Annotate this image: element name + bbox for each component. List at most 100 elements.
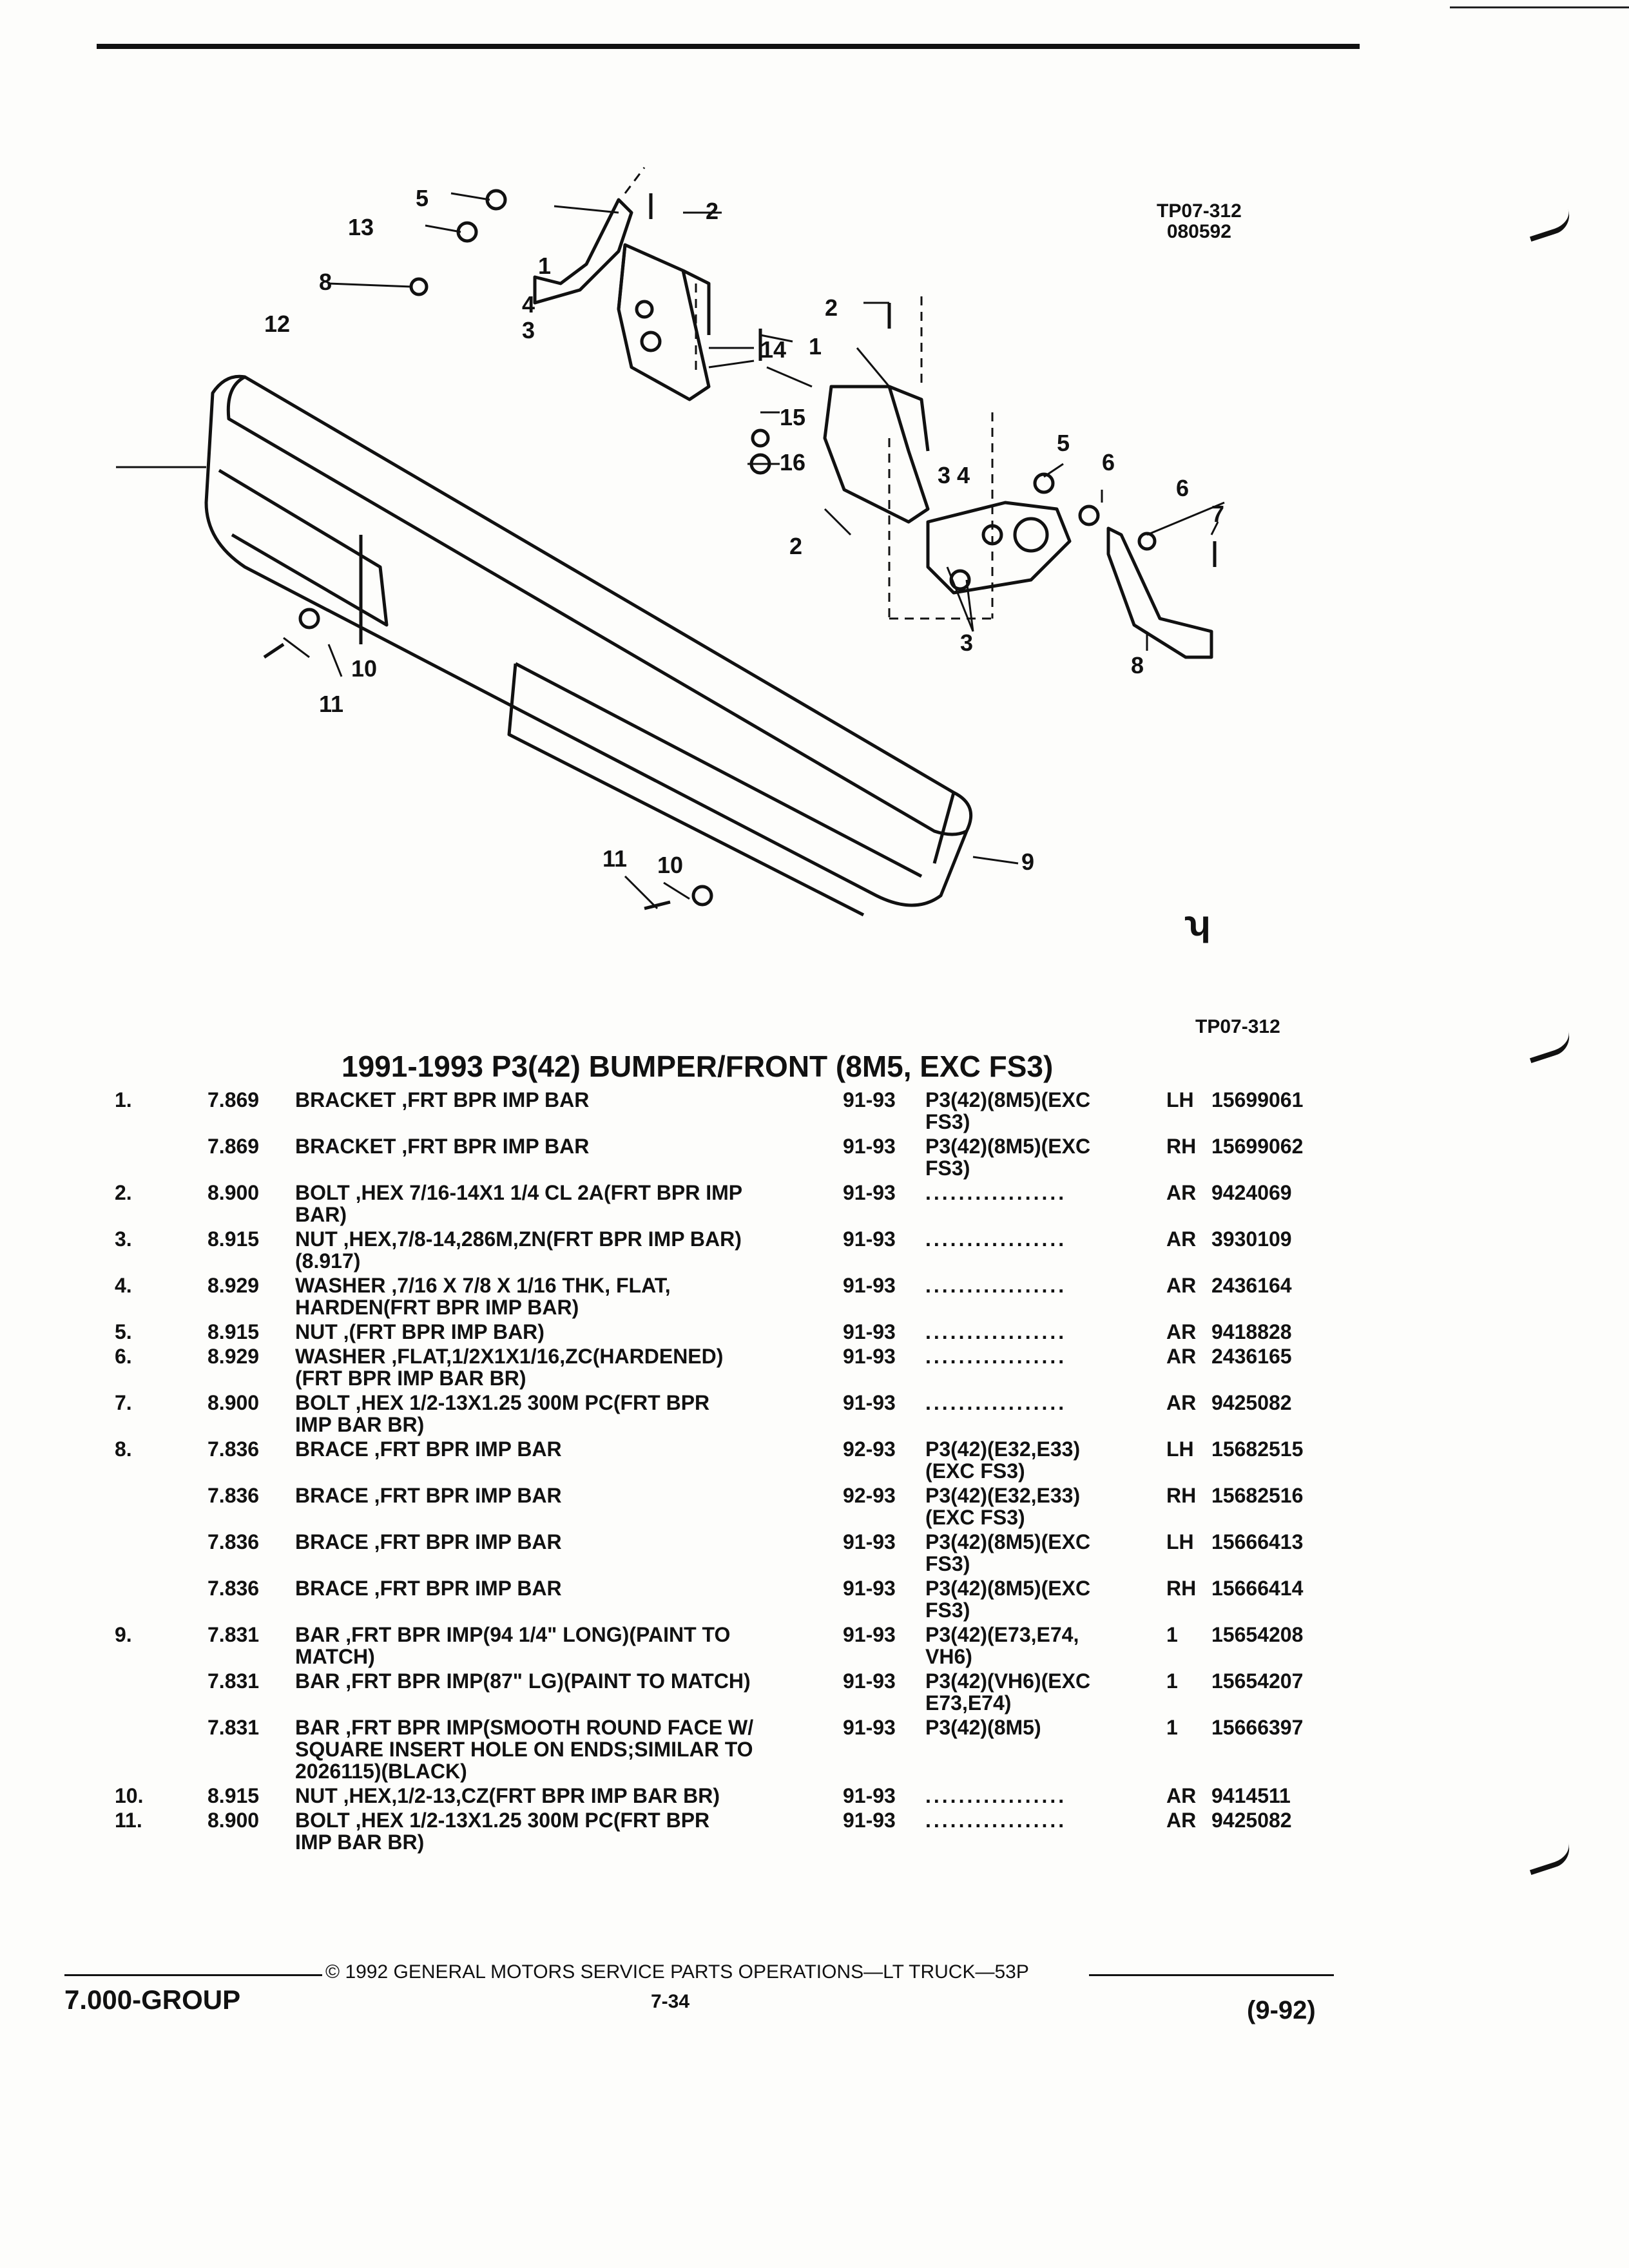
top-rule: [97, 44, 1360, 49]
part-description: WASHER ,FLAT,1/2X1X1/16,ZC(HARDENED): [295, 1345, 724, 1368]
bumper-bar: [204, 374, 973, 907]
callout-5: 5: [416, 185, 429, 211]
model-usage: E73,E74): [925, 1691, 1012, 1715]
group-number: 8.929: [207, 1274, 260, 1297]
part-description: BRACE ,FRT BPR IMP BAR: [295, 1530, 562, 1553]
part-description: BRACE ,FRT BPR IMP BAR: [295, 1437, 562, 1461]
callout-11: 11: [319, 691, 343, 717]
part-description: IMP BAR BR): [295, 1413, 425, 1436]
group-number: 8.900: [207, 1809, 260, 1832]
model-usage: P3(42)(E32,E33): [925, 1437, 1081, 1461]
item-number: 5.: [115, 1320, 132, 1343]
item-number: 1.: [115, 1088, 132, 1111]
model-usage: P3(42)(E73,E74,: [925, 1623, 1079, 1646]
model-years: 91-93: [843, 1227, 896, 1251]
part-number: 15699062: [1211, 1135, 1304, 1158]
part-number: 2436164: [1211, 1274, 1292, 1297]
part-description: 2026115)(BLACK): [295, 1760, 467, 1783]
part-number: 15682516: [1211, 1484, 1304, 1507]
callout-4b: 4: [957, 462, 970, 488]
part-number: 15699061: [1211, 1088, 1304, 1111]
figure-ref-code: TP07-312 080592: [1157, 200, 1242, 242]
model-years: 91-93: [843, 1320, 896, 1343]
model-usage: P3(42)(E32,E33): [925, 1484, 1081, 1507]
model-years: 91-93: [843, 1181, 896, 1204]
item-number: 8.: [115, 1437, 132, 1461]
model-usage: FS3): [925, 1110, 970, 1133]
item-number: 11.: [115, 1809, 142, 1832]
item-number: 7.: [115, 1391, 132, 1414]
model-usage: P3(42)(8M5): [925, 1716, 1041, 1739]
part-description: BOLT ,HEX 1/2-13X1.25 300M PC(FRT BPR: [295, 1391, 710, 1414]
callout-2: 2: [706, 198, 718, 224]
table-ref-code: TP07-312: [1195, 1016, 1280, 1037]
part-number: 9424069: [1211, 1181, 1292, 1204]
group-number: 7.836: [207, 1577, 260, 1600]
quantity: AR: [1166, 1320, 1197, 1343]
group-number: 7.831: [207, 1716, 260, 1739]
quantity: AR: [1166, 1809, 1197, 1832]
table-row: 8. 7.836 BRACE ,FRT BPR IMP BAR 92-93 P3(42)…: [0, 1438, 1629, 1482]
part-number: 15666414: [1211, 1577, 1304, 1600]
model-usage: P3(42)(8M5)(EXC: [925, 1530, 1091, 1553]
quantity: AR: [1166, 1181, 1197, 1204]
part-description: HARDEN(FRT BPR IMP BAR): [295, 1296, 579, 1319]
group-number: 8.929: [207, 1345, 260, 1368]
exploded-view-diagram: 5 13 8 12 2 1 4 3 14 2 1 15 16 2 3 4 5 6…: [116, 167, 1225, 917]
callout-5b: 5: [1057, 430, 1070, 456]
leader-dots: .................: [925, 1784, 1067, 1807]
model-years: 91-93: [843, 1345, 896, 1368]
part-description: SQUARE INSERT HOLE ON ENDS;SIMILAR TO: [295, 1738, 753, 1761]
item-number: 9.: [115, 1623, 132, 1646]
bracket-left: [617, 243, 711, 401]
item-number: 4.: [115, 1274, 132, 1297]
group-number: 8.915: [207, 1784, 260, 1807]
callout-3: 3: [522, 317, 535, 343]
page-number: 7-34: [651, 1991, 690, 2012]
group-number: 8.915: [207, 1320, 260, 1343]
group-number: 7.836: [207, 1484, 260, 1507]
scan-binding-mark: [1525, 209, 1574, 242]
part-number: 15666397: [1211, 1716, 1304, 1739]
callout-8: 8: [319, 269, 332, 295]
model-years: 92-93: [843, 1484, 896, 1507]
quantity: RH: [1166, 1577, 1197, 1600]
part-number: 9414511: [1211, 1784, 1291, 1807]
part-number: 9425082: [1211, 1809, 1292, 1832]
clamp-plate: [926, 501, 1072, 595]
leader-dots: .................: [925, 1320, 1067, 1343]
group-number: 7.869: [207, 1135, 260, 1158]
copyright-line: © 1992 GENERAL MOTORS SERVICE PARTS OPER…: [325, 1961, 1029, 1983]
item-number: 2.: [115, 1181, 132, 1204]
quantity: AR: [1166, 1784, 1197, 1807]
model-usage: FS3): [925, 1599, 970, 1622]
callout-3b: 3: [938, 462, 950, 488]
callout-2b: 2: [825, 294, 838, 321]
model-years: 92-93: [843, 1437, 896, 1461]
model-years: 91-93: [843, 1577, 896, 1600]
part-description: (FRT BPR IMP BAR BR): [295, 1367, 526, 1390]
revision-date: (9-92): [1247, 1996, 1316, 2024]
model-years: 91-93: [843, 1669, 896, 1693]
part-description: NUT ,HEX,7/8-14,286M,ZN(FRT BPR IMP BAR): [295, 1227, 742, 1251]
model-years: 91-93: [843, 1135, 896, 1158]
scan-binding-mark: [1525, 1030, 1574, 1064]
part-description: BOLT ,HEX 7/16-14X1 1/4 CL 2A(FRT BPR IM…: [295, 1181, 743, 1204]
callout-12: 12: [264, 311, 290, 337]
group-number: 7.831: [207, 1623, 260, 1646]
group-number: 7.836: [207, 1437, 260, 1461]
group-number: 7.831: [207, 1669, 260, 1693]
quantity: 1: [1166, 1716, 1178, 1739]
quantity: AR: [1166, 1345, 1197, 1368]
callout-15: 15: [780, 404, 805, 430]
